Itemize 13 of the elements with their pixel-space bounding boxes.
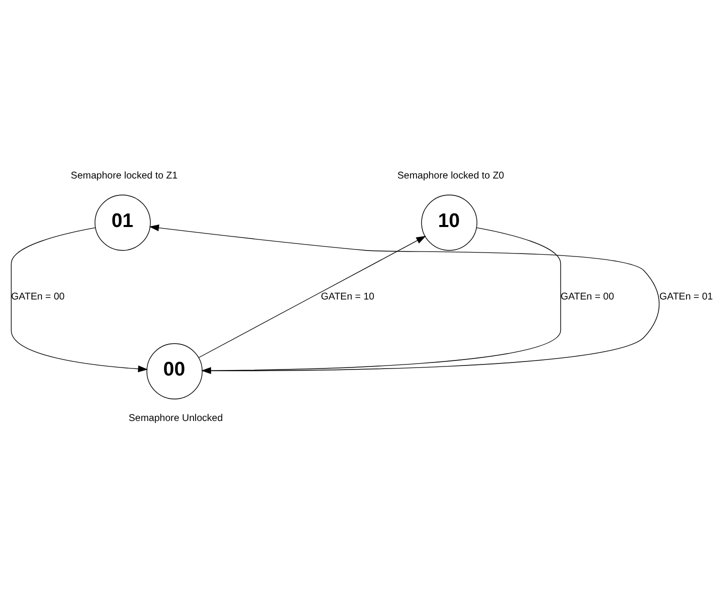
edge-label: GATEn = 00 [11,291,65,302]
edge-label: GATEn = 10 [320,291,374,302]
edge-label: GATEn = 01 [659,291,713,302]
node-label: Semaphore Unlocked [128,412,223,424]
node-circle: 10 [421,194,478,250]
node-label: Semaphore locked to Z1 [70,170,178,181]
arrow [10,226,148,372]
node-circle: 01 [94,194,151,250]
node-circle: 00 [146,342,203,399]
arrow [198,235,426,358]
node-label: Semaphore locked to Z0 [397,170,504,181]
arrow [149,224,660,371]
edge-label: GATEn = 00 [560,291,614,302]
